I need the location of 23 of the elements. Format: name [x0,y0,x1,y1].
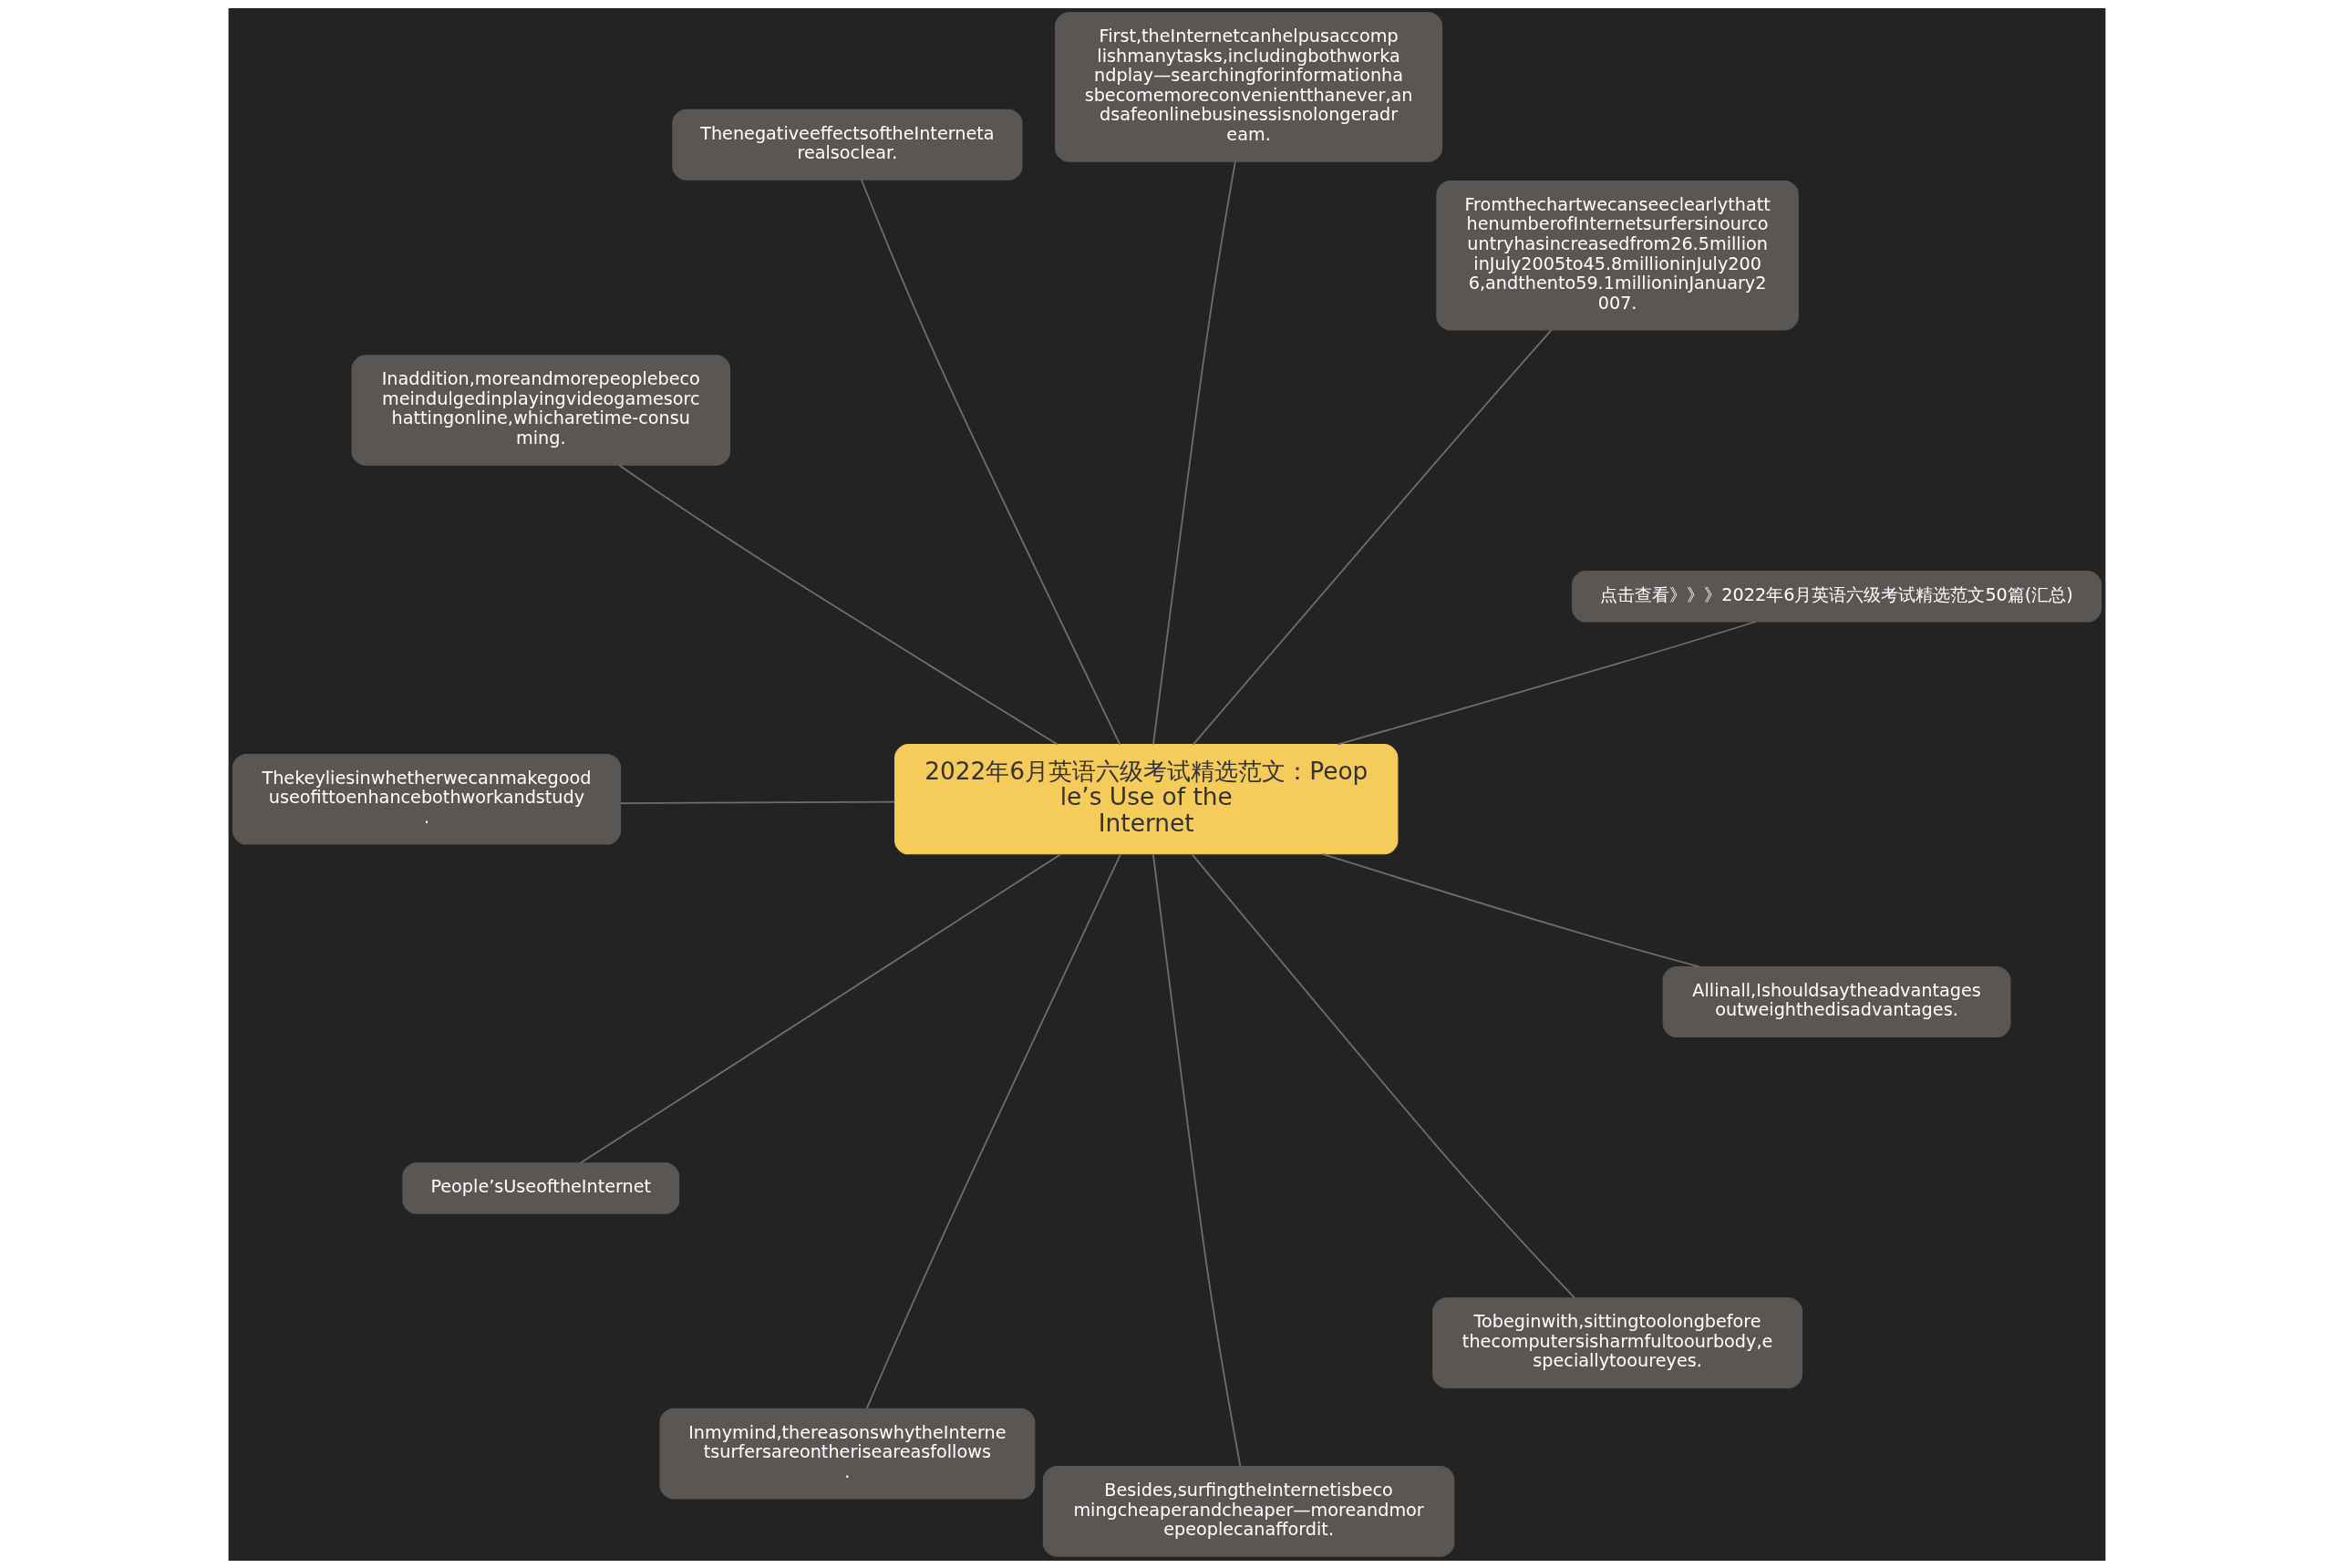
connector [1337,620,1757,745]
node-box: FromthechartwecanseeclearlythatthenumberofInternetsurfersinourcountryhasincreasedfrom26.5millioninJuly2005to45.8millioninJuly2006,andthento59.1millioninJanuary2007. [1436,180,1799,330]
connector [1192,328,1553,745]
connector [618,463,1059,745]
connector [579,852,1062,1164]
node-box: Thekeyliesinwhetherwecanmakegooduseofittoenhancebothworkandstudy. [232,753,622,845]
node-box: Inaddition,moreandmorepeoplebecomeindulgedinplayingvideogamesorchattingonline,whicharetime-consuming. [351,354,731,466]
node-box: People’sUseoftheInternet [402,1161,680,1214]
connector [619,800,896,804]
node-box: 点击查看》》》2022年6月英语六级考试精选范文50篇(汇总) [1571,570,2102,623]
node-box: Inmymind,thereasonswhytheInternetsurfersareontheriseareasfollows. [659,1408,1036,1499]
node-box: First,theInternetcanhelpusaccomplishmanytasks,includingbothworkandplay—searchingforinformationhasbecomemoreconvenientthanever,andsafeonlinebusinessisnolongeradream. [1055,11,1443,162]
connector [1191,852,1575,1299]
node-box: Tobeginwith,sittingtoolongbeforethecomputersisharmfultoourbody,especiallytooureyes. [1432,1296,1803,1388]
connector [1321,852,1701,967]
node-box: ThenegativeeffectsoftheInternetarealsoclear. [672,108,1023,181]
connector [1152,852,1242,1467]
node-box: Besides,surfingtheInternetisbecomingcheaperandcheaper—moreandmorepeoplecanaffordit. [1042,1465,1455,1557]
connector [860,178,1121,745]
node-box: 2022年6月英语六级考试精选范文：People’s Use of the Internet [894,743,1399,854]
node-box: Allinall,Ishouldsaytheadvantagesoutweighthedisadvantages. [1662,965,2011,1037]
connector [1152,160,1236,745]
connector [865,852,1121,1409]
